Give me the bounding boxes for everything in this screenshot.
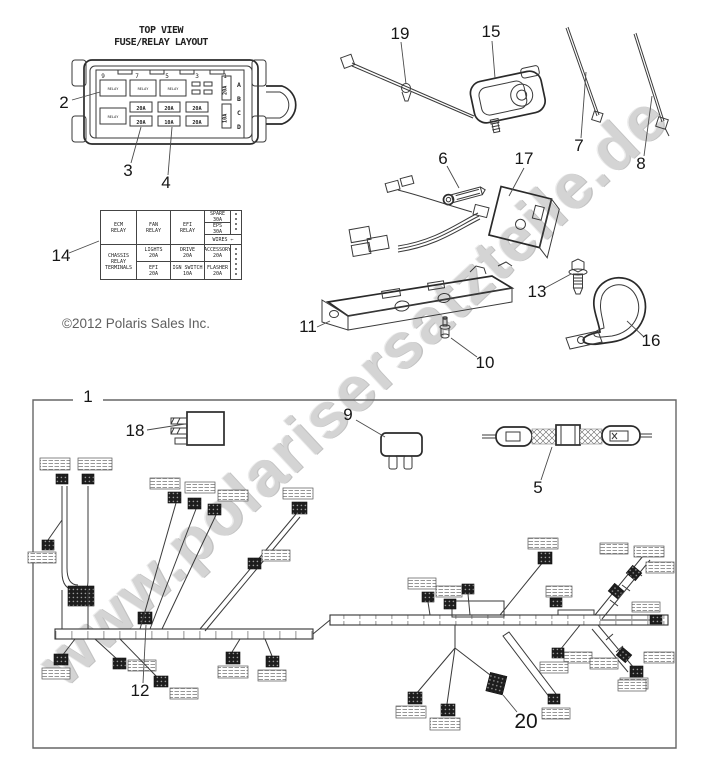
jumper-harness-17 xyxy=(348,174,560,259)
fuse-box-diagram: 9 7 5 3 1 A B C D RELAY RELAY RELAY RELA… xyxy=(71,59,297,145)
callout-6: 6 xyxy=(438,149,448,168)
relay-slot-label: RELAY xyxy=(108,87,120,91)
row-letter: A xyxy=(237,81,241,89)
cable-tie-8 xyxy=(633,32,670,137)
row-letter: D xyxy=(237,123,241,131)
callout-16: 16 xyxy=(641,331,661,350)
callout-5: 5 xyxy=(533,478,543,497)
callout-10: 10 xyxy=(475,353,495,372)
connector-12 xyxy=(137,611,153,625)
table-cell-efi: EFI RELAY xyxy=(171,211,205,245)
cable-tie-with-mount-19 xyxy=(339,53,475,119)
fuse-label: 10A xyxy=(164,120,174,126)
copyright-text: ©2012 Polaris Sales Inc. xyxy=(62,316,211,331)
slot-number: 5 xyxy=(165,73,169,80)
table-cell-eps: EPS 30A xyxy=(205,223,231,235)
callout-1: 1 xyxy=(83,387,93,406)
table-cell-chassis: CHASSIS RELAY TERMINALS xyxy=(101,245,137,279)
relay-slot-label: RELAY xyxy=(168,87,180,91)
slot-number: 9 xyxy=(101,73,105,80)
connector-15 xyxy=(469,65,546,134)
slot-number: 7 xyxy=(135,73,139,80)
circuit-breaker-9 xyxy=(380,432,423,470)
callout-14: 14 xyxy=(51,246,71,265)
fuse-label: 20A xyxy=(192,106,202,112)
callout-9: 9 xyxy=(343,405,353,424)
bracket-11 xyxy=(321,261,515,331)
relay-fuse-table: ECM RELAY FAN RELAY EFI RELAY SPARE 30A … xyxy=(100,210,242,280)
slot-number: 3 xyxy=(195,73,199,80)
cable-clamp-16 xyxy=(565,276,647,350)
table-cell-front-column xyxy=(231,211,241,235)
fuse-label: 20A xyxy=(136,106,146,112)
main-wire-harness xyxy=(27,457,675,731)
fusebox-title-line2: FUSE/RELAY LAYOUT xyxy=(114,37,208,48)
table-cell-wires: WIRES ⇐ xyxy=(205,235,241,245)
screw-13 xyxy=(568,258,588,295)
callout-17: 17 xyxy=(514,149,534,168)
fuse-label: 20A xyxy=(164,106,174,112)
callout-19: 19 xyxy=(390,24,410,43)
table-cell-fan: FAN RELAY xyxy=(137,211,171,245)
cable-tie-7 xyxy=(565,26,604,123)
fuse-label: 20A xyxy=(192,120,202,126)
harness-box-border xyxy=(32,399,677,749)
table-cell-accessory: ACCESSORY 20A xyxy=(205,245,231,262)
fuse-label: 20A xyxy=(136,120,146,126)
row-letter: C xyxy=(237,109,241,117)
table-cell-rear-column xyxy=(231,245,241,279)
fuse-label: 10A xyxy=(223,113,229,123)
fusebox-title-line1: TOP VIEW xyxy=(138,25,184,36)
callout-13: 13 xyxy=(527,282,547,301)
relay-slot-label: RELAY xyxy=(138,87,150,91)
table-cell-efi-fuse: EFI 20A xyxy=(137,262,171,279)
table-cell-lights: LIGHTS 20A xyxy=(137,245,171,262)
callout-12: 12 xyxy=(130,681,150,700)
callout-11: 11 xyxy=(299,317,317,336)
callout-3: 3 xyxy=(123,161,133,180)
relay-slot-label: RELAY xyxy=(108,115,120,119)
callout-leader-lines xyxy=(68,40,653,713)
table-cell-ign: IGN SWITCH 10A xyxy=(171,262,205,279)
table-cell-ecm: ECM RELAY xyxy=(101,211,137,245)
callout-15: 15 xyxy=(481,22,501,41)
callout-18: 18 xyxy=(125,421,145,440)
fusebox-title: TOP VIEW FUSE/RELAY LAYOUT xyxy=(96,25,226,49)
bolt-6 xyxy=(442,186,486,206)
rivet-10 xyxy=(439,316,451,339)
table-cell-drive: DRIVE 20A xyxy=(171,245,205,262)
table-cell-flasher: FLASHER 20A xyxy=(205,262,231,279)
connector-20 xyxy=(485,671,508,696)
callout-8: 8 xyxy=(636,154,646,173)
callout-2: 2 xyxy=(59,93,69,112)
relay-18 xyxy=(170,411,225,446)
row-letter: B xyxy=(237,95,241,103)
table-cell-spare: SPARE 30A xyxy=(205,211,231,223)
fuse-label: 20A xyxy=(223,85,229,95)
callout-7: 7 xyxy=(574,136,584,155)
callout-20: 20 xyxy=(514,710,538,733)
jumper-harness-5 xyxy=(482,424,652,447)
callout-4: 4 xyxy=(161,173,171,192)
fuse-box-handle xyxy=(266,85,297,125)
